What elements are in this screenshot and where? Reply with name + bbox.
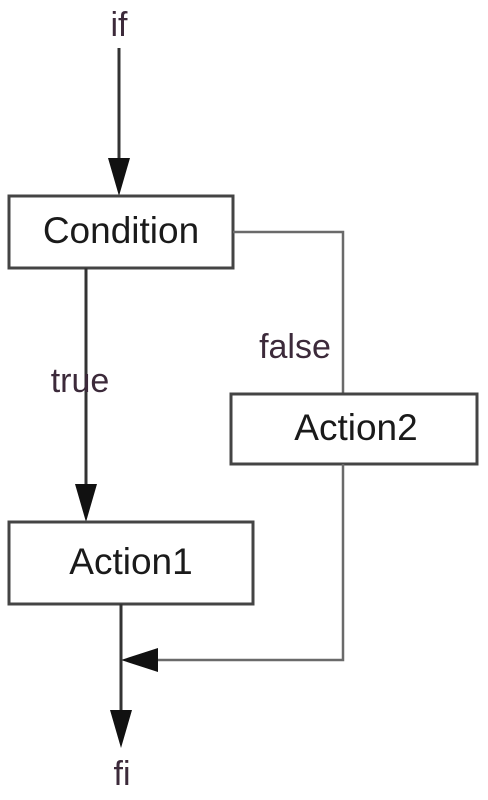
true-branch-arrow (75, 268, 97, 522)
action2-node-label: Action2 (294, 407, 417, 448)
condition-node: Condition (7, 194, 235, 270)
condition-node-label: Condition (43, 210, 199, 251)
action1-node-label: Action1 (69, 541, 192, 582)
entry-label: if (111, 6, 129, 44)
action2-node: Action2 (229, 392, 479, 466)
false-branch-label: false (259, 328, 331, 366)
exit-arrow (110, 604, 132, 748)
false-branch-connector (233, 230, 345, 394)
true-branch-label: true (51, 362, 110, 400)
action2-merge-arrow (121, 464, 345, 672)
exit-label: fi (114, 755, 131, 793)
action1-node: Action1 (7, 520, 255, 606)
entry-arrow (108, 48, 130, 196)
